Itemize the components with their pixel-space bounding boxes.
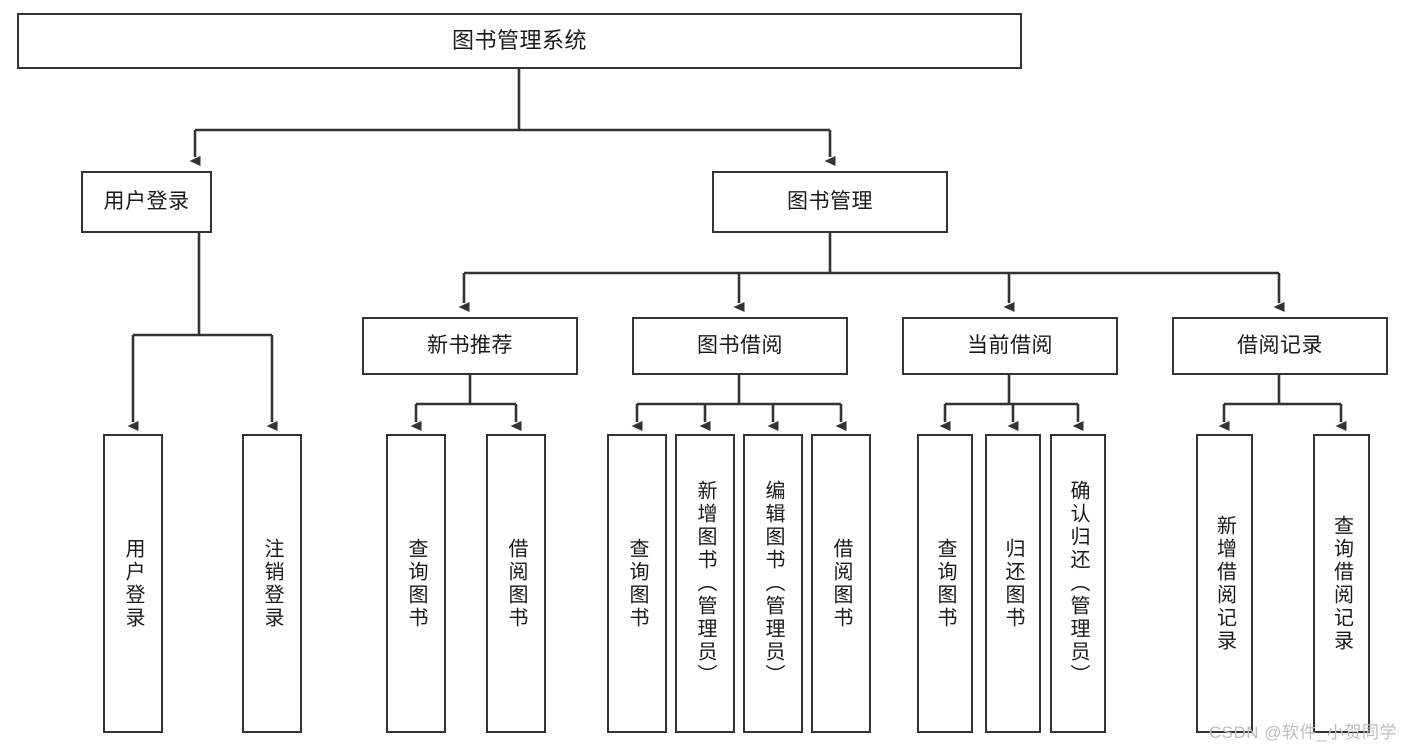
node-current-borrowing[interactable]: 当前借阅 xyxy=(902,317,1118,375)
leaf-new-book-query-book[interactable]: 查询图书 xyxy=(386,434,446,733)
node-label: 新书推荐 xyxy=(427,333,513,357)
leaf-book-borrow-edit-book-admin[interactable]: 编辑图书（管理员） xyxy=(743,434,803,733)
node-book-management[interactable]: 图书管理 xyxy=(712,171,948,233)
node-label: 查询图书 xyxy=(405,537,427,630)
node-label: 用户登录 xyxy=(122,537,144,630)
node-label: 查询图书 xyxy=(626,537,648,630)
leaf-borrow-record-query-record[interactable]: 查询借阅记录 xyxy=(1313,434,1370,733)
node-label: 用户登录 xyxy=(103,189,190,213)
leaf-current-borrow-confirm-return-admin[interactable]: 确认归还（管理员） xyxy=(1050,434,1106,733)
node-label: 注销登录 xyxy=(261,537,283,630)
node-borrowing-record[interactable]: 借阅记录 xyxy=(1172,317,1388,375)
node-label: 图书管理 xyxy=(787,189,873,213)
node-label: 新增借阅记录 xyxy=(1213,514,1236,653)
node-label: 图书借阅 xyxy=(697,333,783,357)
leaf-book-borrow-borrow-book[interactable]: 借阅图书 xyxy=(811,434,871,733)
node-new-book-recommendation[interactable]: 新书推荐 xyxy=(362,317,578,375)
leaf-user-login-login[interactable]: 用户登录 xyxy=(103,434,163,733)
node-label: 借阅图书 xyxy=(505,537,527,630)
node-label: 确认归还（管理员） xyxy=(1067,480,1089,687)
leaf-current-borrow-query-book[interactable]: 查询图书 xyxy=(917,434,973,733)
node-root-book-management-system[interactable]: 图书管理系统 xyxy=(17,13,1022,69)
node-label: 借阅记录 xyxy=(1237,333,1323,357)
leaf-borrow-record-add-record[interactable]: 新增借阅记录 xyxy=(1196,434,1253,733)
node-label: 查询借阅记录 xyxy=(1330,514,1353,653)
node-label: 编辑图书（管理员） xyxy=(762,480,784,687)
leaf-current-borrow-return-book[interactable]: 归还图书 xyxy=(985,434,1041,733)
node-book-borrowing[interactable]: 图书借阅 xyxy=(632,317,848,375)
leaf-user-login-logout[interactable]: 注销登录 xyxy=(242,434,302,733)
leaf-book-borrow-query-book[interactable]: 查询图书 xyxy=(607,434,667,733)
node-user-login[interactable]: 用户登录 xyxy=(81,171,212,233)
node-label: 借阅图书 xyxy=(830,537,852,630)
node-label: 当前借阅 xyxy=(967,333,1053,357)
node-label: 图书管理系统 xyxy=(451,28,587,54)
node-label: 归还图书 xyxy=(1002,537,1024,630)
leaf-book-borrow-add-book-admin[interactable]: 新增图书（管理员） xyxy=(675,434,735,733)
leaf-new-book-borrow-book[interactable]: 借阅图书 xyxy=(486,434,546,733)
csdn-watermark: CSDN @软件_小贺同学 xyxy=(1208,723,1397,742)
node-label: 查询图书 xyxy=(934,537,956,630)
node-label: 新增图书（管理员） xyxy=(694,480,716,687)
